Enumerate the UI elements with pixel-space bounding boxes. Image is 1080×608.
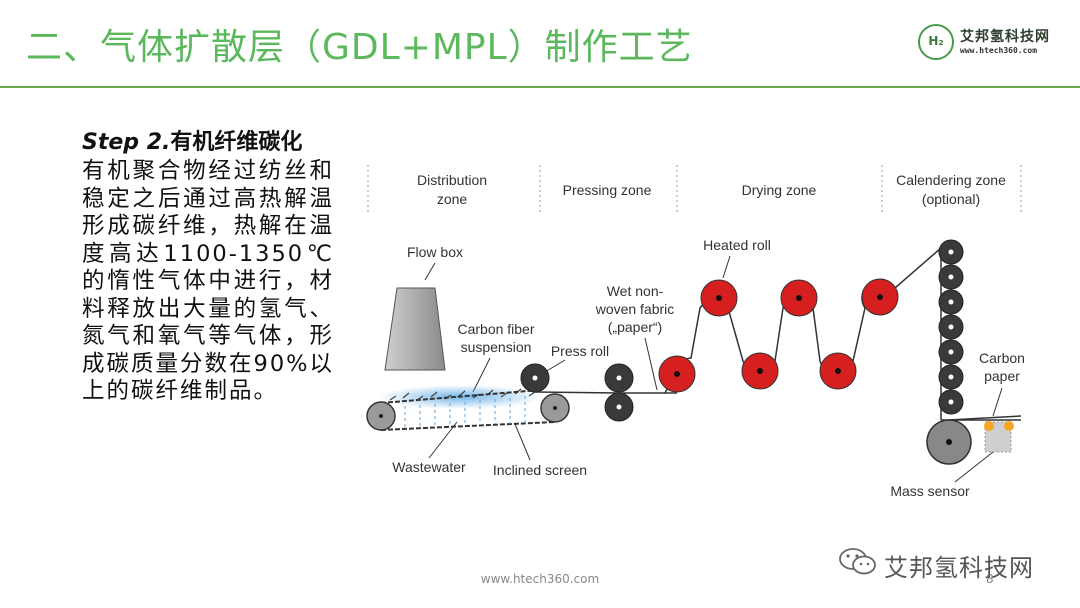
step-title: 有机纤维碳化 bbox=[170, 130, 303, 155]
zone-calendering-label: Calendering zone bbox=[896, 172, 1006, 188]
page-title: 二、气体扩散层（GDL+MPL）制作工艺 bbox=[26, 27, 693, 68]
heated-roll-label: Heated roll bbox=[703, 237, 771, 253]
wet-fabric-label-2: woven fabric bbox=[595, 301, 675, 317]
zone-dividers bbox=[367, 165, 1022, 215]
wechat-icon bbox=[839, 548, 876, 575]
footer-url[interactable]: www.htech360.com bbox=[480, 572, 600, 586]
wastewater-lines bbox=[404, 396, 526, 428]
papermaking-process-diagram: Distribution zone Pressing zone Drying z… bbox=[366, 165, 1025, 499]
carbon-fiber-label: Carbon fiber bbox=[457, 321, 534, 337]
sensor-light-2 bbox=[1004, 421, 1014, 431]
logo-name: 艾邦氢科技网 bbox=[960, 29, 1050, 45]
zone-drying-label: Drying zone bbox=[742, 182, 817, 198]
wechat-watermark: 艾邦氢科技网 bbox=[838, 546, 1058, 582]
inclined-screen-label: Inclined screen bbox=[493, 462, 587, 478]
wechat-name: 艾邦氢科技网 bbox=[884, 554, 1034, 582]
sensor-light-1 bbox=[984, 421, 994, 431]
screen-belt-top bbox=[380, 389, 541, 404]
mass-sensor-label: Mass sensor bbox=[890, 483, 970, 499]
body-paragraph: 有机聚合物经过纺丝和稳定之后通过高热解温形成碳纤维，热解在温度高达1100-13… bbox=[82, 158, 335, 404]
heated-rolls bbox=[658, 278, 899, 393]
zone-distribution-label-2: zone bbox=[437, 191, 468, 207]
step-prefix: Step 2. bbox=[82, 130, 171, 155]
carbon-fiber-label-2: suspension bbox=[461, 339, 532, 355]
brand-logo: H₂ 艾邦氢科技网 www.htech360.com bbox=[918, 22, 1068, 66]
page-number: 8 bbox=[986, 572, 994, 586]
carbon-paper-label-2: paper bbox=[984, 368, 1020, 384]
wastewater-label: Wastewater bbox=[392, 459, 466, 475]
wet-fabric-label-3: („paper“) bbox=[608, 319, 662, 335]
logo-icon: H₂ bbox=[918, 24, 954, 60]
wet-fabric-label: Wet non- bbox=[607, 283, 664, 299]
calender-rolls bbox=[938, 239, 964, 415]
zone-calendering-label-2: (optional) bbox=[922, 191, 980, 207]
title-divider bbox=[0, 86, 1080, 88]
carbon-paper-label: Carbon bbox=[979, 350, 1025, 366]
zone-pressing-label: Pressing zone bbox=[563, 182, 652, 198]
press-roll-label: Press roll bbox=[551, 343, 609, 359]
step-heading: Step 2.有机纤维碳化 bbox=[82, 124, 302, 156]
zone-distribution-label: Distribution bbox=[417, 172, 487, 188]
screen-belt-bottom bbox=[380, 421, 556, 431]
flow-box-label: Flow box bbox=[407, 244, 463, 260]
logo-url: www.htech360.com bbox=[960, 46, 1038, 55]
flow-box bbox=[384, 287, 446, 371]
